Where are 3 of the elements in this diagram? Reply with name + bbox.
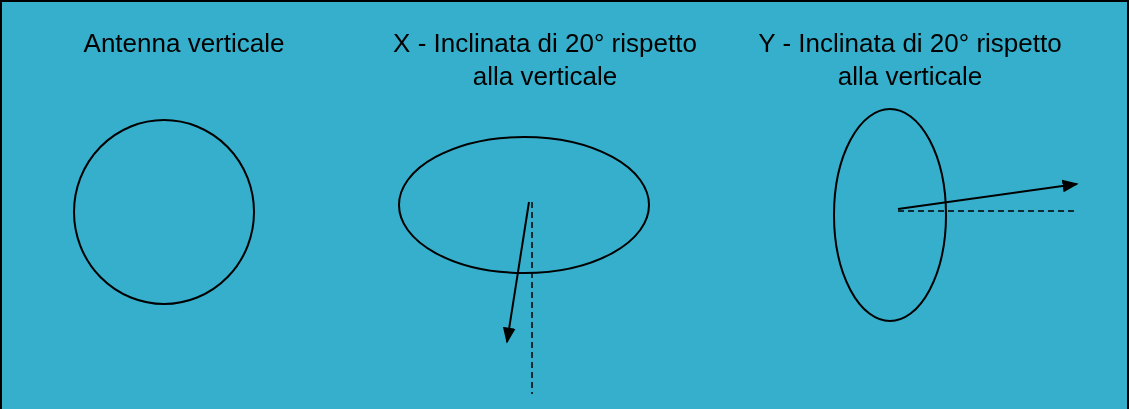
heading-text: Y - Inclinata di 20° rispetto alla verticale [757, 27, 1063, 93]
heading-text: Antenna verticale [82, 27, 286, 60]
heading-text: X - Inclinata di 20° rispetto alla verticale [392, 27, 698, 93]
